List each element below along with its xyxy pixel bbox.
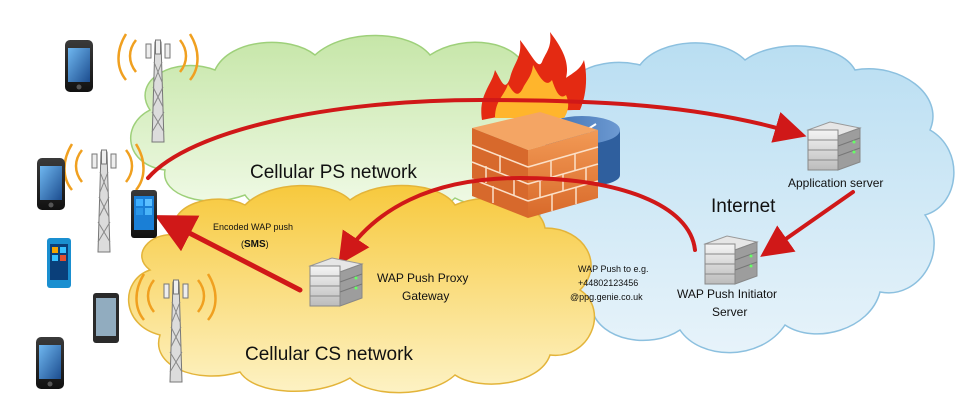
- push-target-line-2: +44802123456: [578, 278, 638, 288]
- push-target-line-3: @ppg.genie.co.uk: [570, 292, 643, 302]
- smartphone-icon: [36, 337, 64, 389]
- smartphone-icon: [93, 293, 119, 343]
- cellular-ps-label: Cellular PS network: [250, 162, 417, 183]
- smartphone-icon: [65, 40, 93, 92]
- wap-push-proxy-server-icon: [308, 257, 364, 307]
- wap-push-initiator-line-1: WAP Push Initiator: [677, 287, 777, 301]
- push-target-line-1: WAP Push to e.g.: [578, 264, 649, 274]
- encoded-push-line-1: Encoded WAP push: [213, 222, 293, 232]
- wap-push-proxy-line-1: WAP Push Proxy: [377, 271, 468, 285]
- cell-tower-icon: [117, 33, 199, 143]
- wap-push-proxy-label: WAP Push Proxy Gateway: [377, 271, 472, 303]
- application-server-icon: [806, 121, 862, 171]
- arrow-app-to-initiator: [760, 190, 855, 257]
- arrows: [146, 97, 855, 293]
- wap-push-initiator-server-icon: [703, 235, 759, 285]
- wap-push-initiator-line-2: Server: [712, 305, 747, 319]
- encoded-push-sms: SMS: [244, 239, 266, 250]
- smartphone-icon: [47, 238, 71, 288]
- wap-push-initiator-label: WAP Push Initiator Server: [677, 287, 780, 319]
- push-target-annotation: WAP Push to e.g. +44802123456 @ppg.genie…: [570, 264, 651, 302]
- encoded-push-annotation: Encoded WAP push (SMS): [213, 222, 296, 250]
- arrow-initiator-to-proxy: [338, 175, 697, 265]
- smartphone-icon: [37, 158, 65, 210]
- arrow-ps-to-app-server: [146, 97, 807, 180]
- application-server-label: Application server: [788, 176, 883, 190]
- internet-label: Internet: [711, 196, 776, 217]
- arrow-proxy-to-phone: [154, 215, 303, 293]
- wap-push-proxy-line-2: Gateway: [402, 289, 449, 303]
- smartphone-target-icon: [131, 190, 157, 238]
- cell-tower-icon: [135, 273, 217, 383]
- cellular-cs-label: Cellular CS network: [245, 344, 413, 365]
